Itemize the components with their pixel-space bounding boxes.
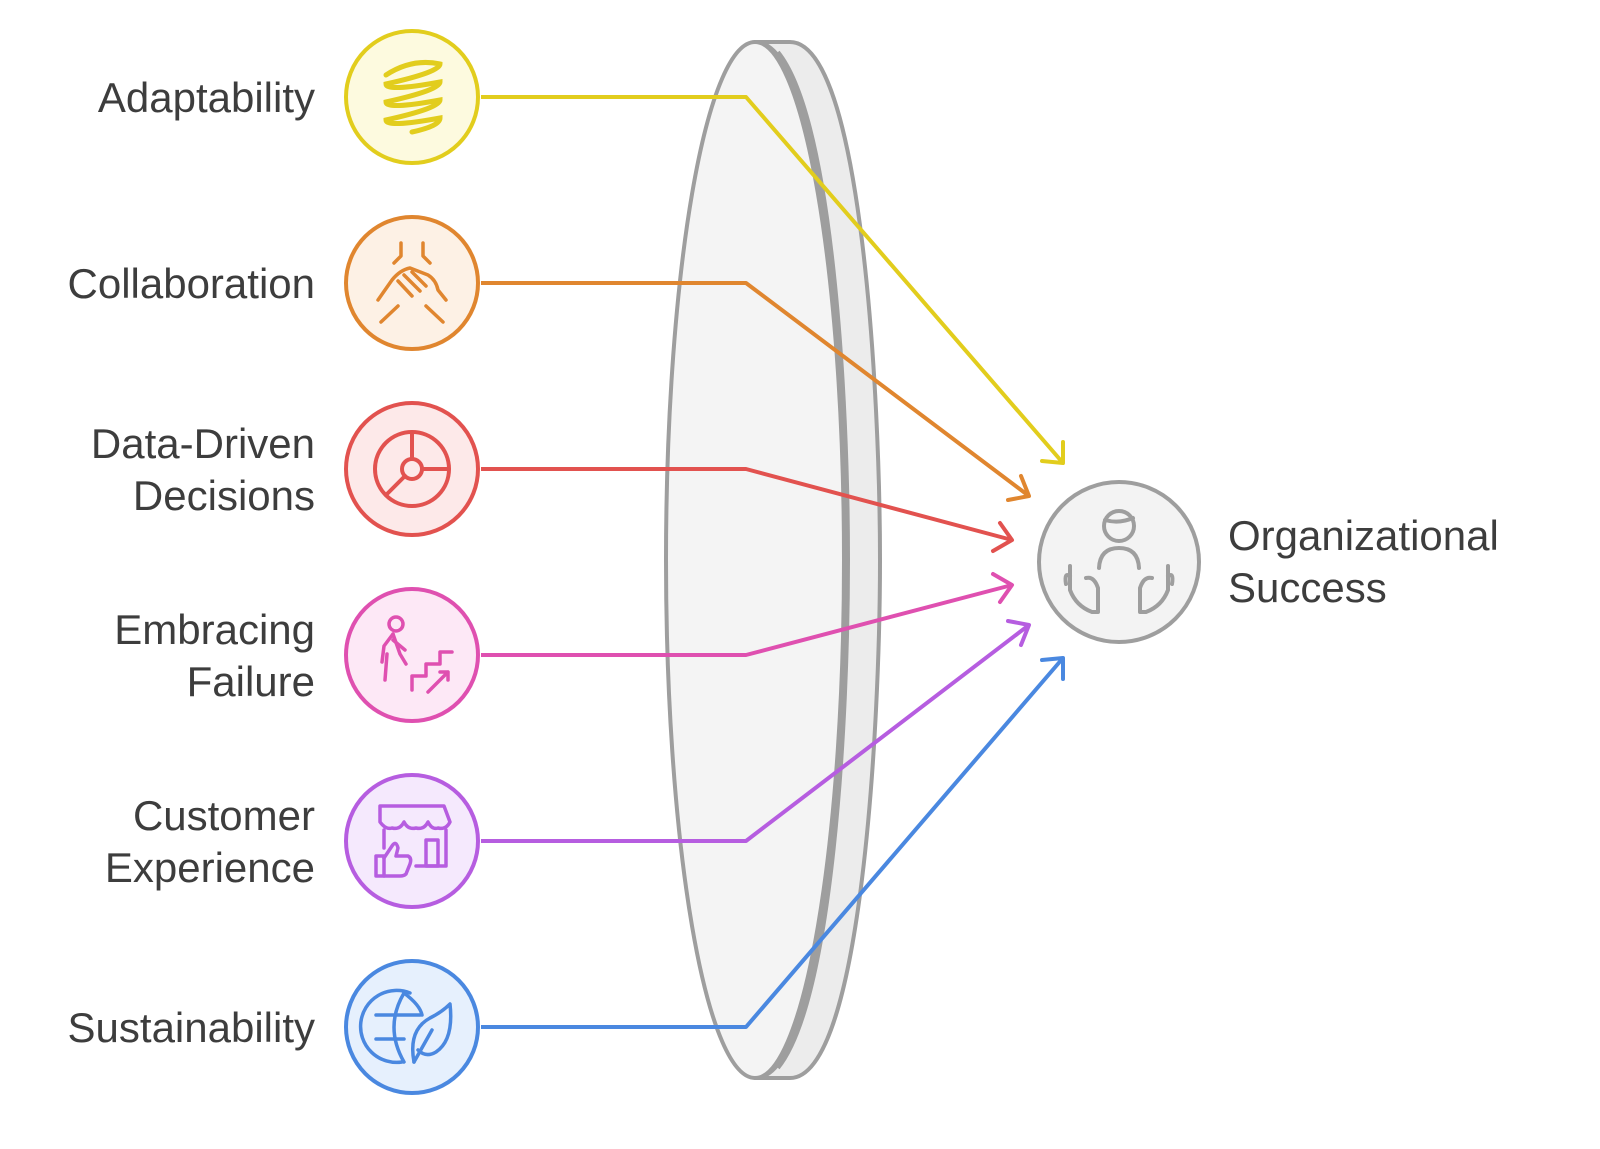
- connector-collaboration: [481, 281, 1031, 498]
- lens-inner-rim: [776, 50, 851, 1070]
- label-data-driven-line-2: Decisions: [133, 472, 315, 519]
- input-node-embracing-failure: Embracing Failure: [114, 587, 480, 723]
- label-customer-experience-line-2: Experience: [105, 844, 315, 891]
- connector-sustainability: [481, 656, 1065, 1029]
- storefront-thumbs-up-icon: [374, 804, 452, 878]
- person-hands-icon: [1063, 509, 1175, 614]
- connector-adaptability: [481, 95, 1065, 465]
- label-adaptability-line-1: Adaptability: [98, 74, 315, 121]
- connectors: [481, 95, 1065, 1029]
- label-output-line-1: Organizational: [1228, 512, 1499, 559]
- label-data-driven-line-1: Data-Driven: [91, 420, 315, 467]
- label-output-line-2: Success: [1228, 564, 1387, 611]
- lens: [664, 40, 882, 1080]
- pie-chart-icon: [373, 430, 451, 508]
- connector-embracing-failure: [481, 583, 1013, 657]
- climbing-stairs-icon: [380, 615, 454, 694]
- input-node-sustainability: Sustainability: [68, 959, 480, 1095]
- label-customer-experience-line-1: Customer: [133, 792, 315, 839]
- input-node-adaptability: Adaptability: [98, 29, 480, 165]
- label-embracing-failure-line-1: Embracing: [114, 606, 315, 653]
- node-circle: [344, 401, 480, 537]
- arrowhead-sustainability: [1040, 656, 1065, 681]
- label-collaboration-line-1: Collaboration: [68, 260, 316, 307]
- node-circle: [344, 959, 480, 1095]
- node-circle: [1037, 480, 1201, 644]
- node-circle: [344, 773, 480, 909]
- lens-front-disc: [664, 40, 846, 1080]
- input-node-customer-experience: Customer Experience: [105, 773, 480, 909]
- spring-icon: [383, 59, 443, 135]
- arrowhead-adaptability: [1040, 440, 1065, 465]
- handshake-icon: [376, 241, 448, 324]
- label-sustainability-line-1: Sustainability: [68, 1004, 315, 1051]
- arrowhead-embracing-failure: [991, 572, 1014, 604]
- input-node-data-driven: Data-Driven Decisions: [91, 401, 480, 537]
- globe-leaf-icon: [358, 988, 453, 1065]
- output-node-organizational-success: Organizational Success: [1037, 480, 1499, 644]
- connector-data-driven: [481, 467, 1013, 542]
- node-circle: [344, 587, 480, 723]
- arrowhead-customer-experience: [1006, 619, 1031, 647]
- input-node-collaboration: Collaboration: [68, 215, 480, 351]
- arrowhead-data-driven: [991, 521, 1014, 553]
- connector-customer-experience: [481, 623, 1031, 843]
- arrowhead-collaboration: [1006, 474, 1031, 502]
- label-embracing-failure-line-2: Failure: [187, 658, 315, 705]
